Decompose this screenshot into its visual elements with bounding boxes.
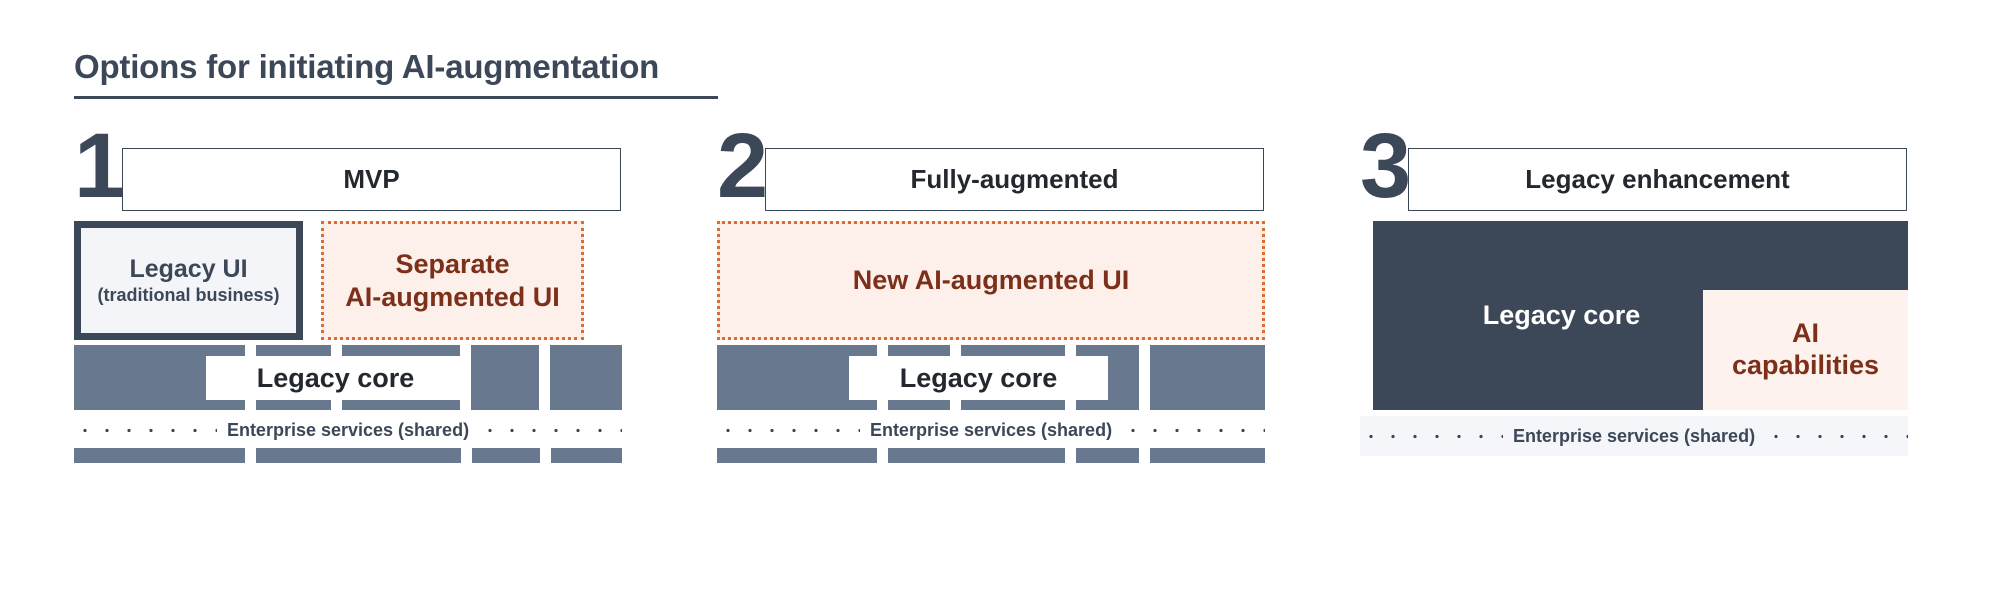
dotted-leader-left-icon (1360, 433, 1503, 439)
panel-header-label-2: Fully-augmented (910, 164, 1119, 194)
legacy-core-label-3: Legacy core (1482, 300, 1641, 330)
enterprise-gap (461, 448, 472, 463)
ui-layer-row-2: New AI-augmented UI (717, 221, 1265, 340)
core-segment (550, 345, 622, 410)
enterprise-segment (551, 448, 622, 463)
enterprise-services-row-3: Enterprise services (shared) (1360, 416, 1908, 456)
ai-capabilities-box[interactable]: AI capabilities (1703, 290, 1908, 410)
enterprise-segment (888, 448, 1065, 463)
panel-number-1: 1 (74, 115, 125, 217)
core-gap (539, 345, 550, 410)
core-gap (460, 345, 471, 410)
legacy-core-band-1: Legacy core (74, 345, 622, 410)
enterprise-services-row-1: Enterprise services (shared) (74, 416, 622, 444)
legacy-core-band-2: Legacy core (717, 345, 1265, 410)
enterprise-segment (472, 448, 540, 463)
enterprise-gap (245, 448, 256, 463)
legacy-core-label-box-1[interactable]: Legacy core (206, 356, 465, 400)
legacy-core-label-box-2[interactable]: Legacy core (849, 356, 1108, 400)
page-title: Options for initiating AI-augmentation (74, 48, 660, 85)
legacy-ui-box[interactable]: Legacy UI (traditional business) (74, 221, 303, 340)
legacy-core-block-3[interactable]: Legacy core AI capabilities (1373, 221, 1908, 410)
enterprise-gap (540, 448, 551, 463)
legacy-core-label-1: Legacy core (256, 362, 415, 393)
enterprise-segment (74, 448, 245, 463)
dotted-leader-left-icon (74, 427, 217, 433)
legacy-core-label-2: Legacy core (899, 362, 1058, 393)
enterprise-services-label-3: Enterprise services (shared) (1512, 425, 1756, 446)
separate-ai-ui-line1: Separate (395, 249, 510, 280)
core-gap (1139, 345, 1150, 410)
enterprise-segment (717, 448, 877, 463)
enterprise-segment (256, 448, 461, 463)
dotted-leader-right-icon (479, 427, 622, 433)
dotted-leader-right-icon (1765, 433, 1908, 439)
ai-capabilities-line2: capabilities (1731, 350, 1880, 380)
panel-header-label-3: Legacy enhancement (1525, 164, 1790, 194)
new-ai-augmented-ui-box[interactable]: New AI-augmented UI (717, 221, 1265, 340)
enterprise-services-row-2: Enterprise services (shared) (717, 416, 1265, 444)
separate-ai-ui-box[interactable]: Separate AI-augmented UI (321, 221, 584, 340)
new-ai-augmented-ui-label: New AI-augmented UI (852, 265, 1130, 296)
ai-capabilities-line1: AI (1792, 318, 1819, 349)
enterprise-gap (1065, 448, 1076, 463)
enterprise-services-label-1: Enterprise services (shared) (226, 419, 470, 440)
panel-header-label-1: MVP (343, 164, 400, 194)
enterprise-gap (877, 448, 888, 463)
enterprise-segment (1076, 448, 1139, 463)
enterprise-services-label-2: Enterprise services (shared) (869, 419, 1113, 440)
panel-number-3: 3 (1360, 115, 1411, 217)
panel-header-box-3[interactable]: Legacy enhancement (1408, 148, 1907, 211)
panel-number-2: 2 (717, 115, 768, 217)
dotted-leader-right-icon (1122, 427, 1265, 433)
enterprise-gap (1139, 448, 1150, 463)
core-segment (471, 345, 539, 410)
enterprise-segments-2 (717, 448, 1265, 463)
core-segment (1150, 345, 1265, 410)
panel-header-box-1[interactable]: MVP (122, 148, 621, 211)
panel-header-box-2[interactable]: Fully-augmented (765, 148, 1264, 211)
ui-layer-row-1: Legacy UI (traditional business) Separat… (74, 221, 622, 340)
enterprise-segments-1 (74, 448, 622, 463)
separate-ai-ui-line2: AI-augmented UI (345, 281, 560, 312)
title-underline (74, 96, 718, 99)
dotted-leader-left-icon (717, 427, 860, 433)
enterprise-segment (1150, 448, 1265, 463)
legacy-ui-title: Legacy UI (129, 254, 248, 283)
legacy-ui-subtitle: (traditional business) (97, 284, 280, 305)
